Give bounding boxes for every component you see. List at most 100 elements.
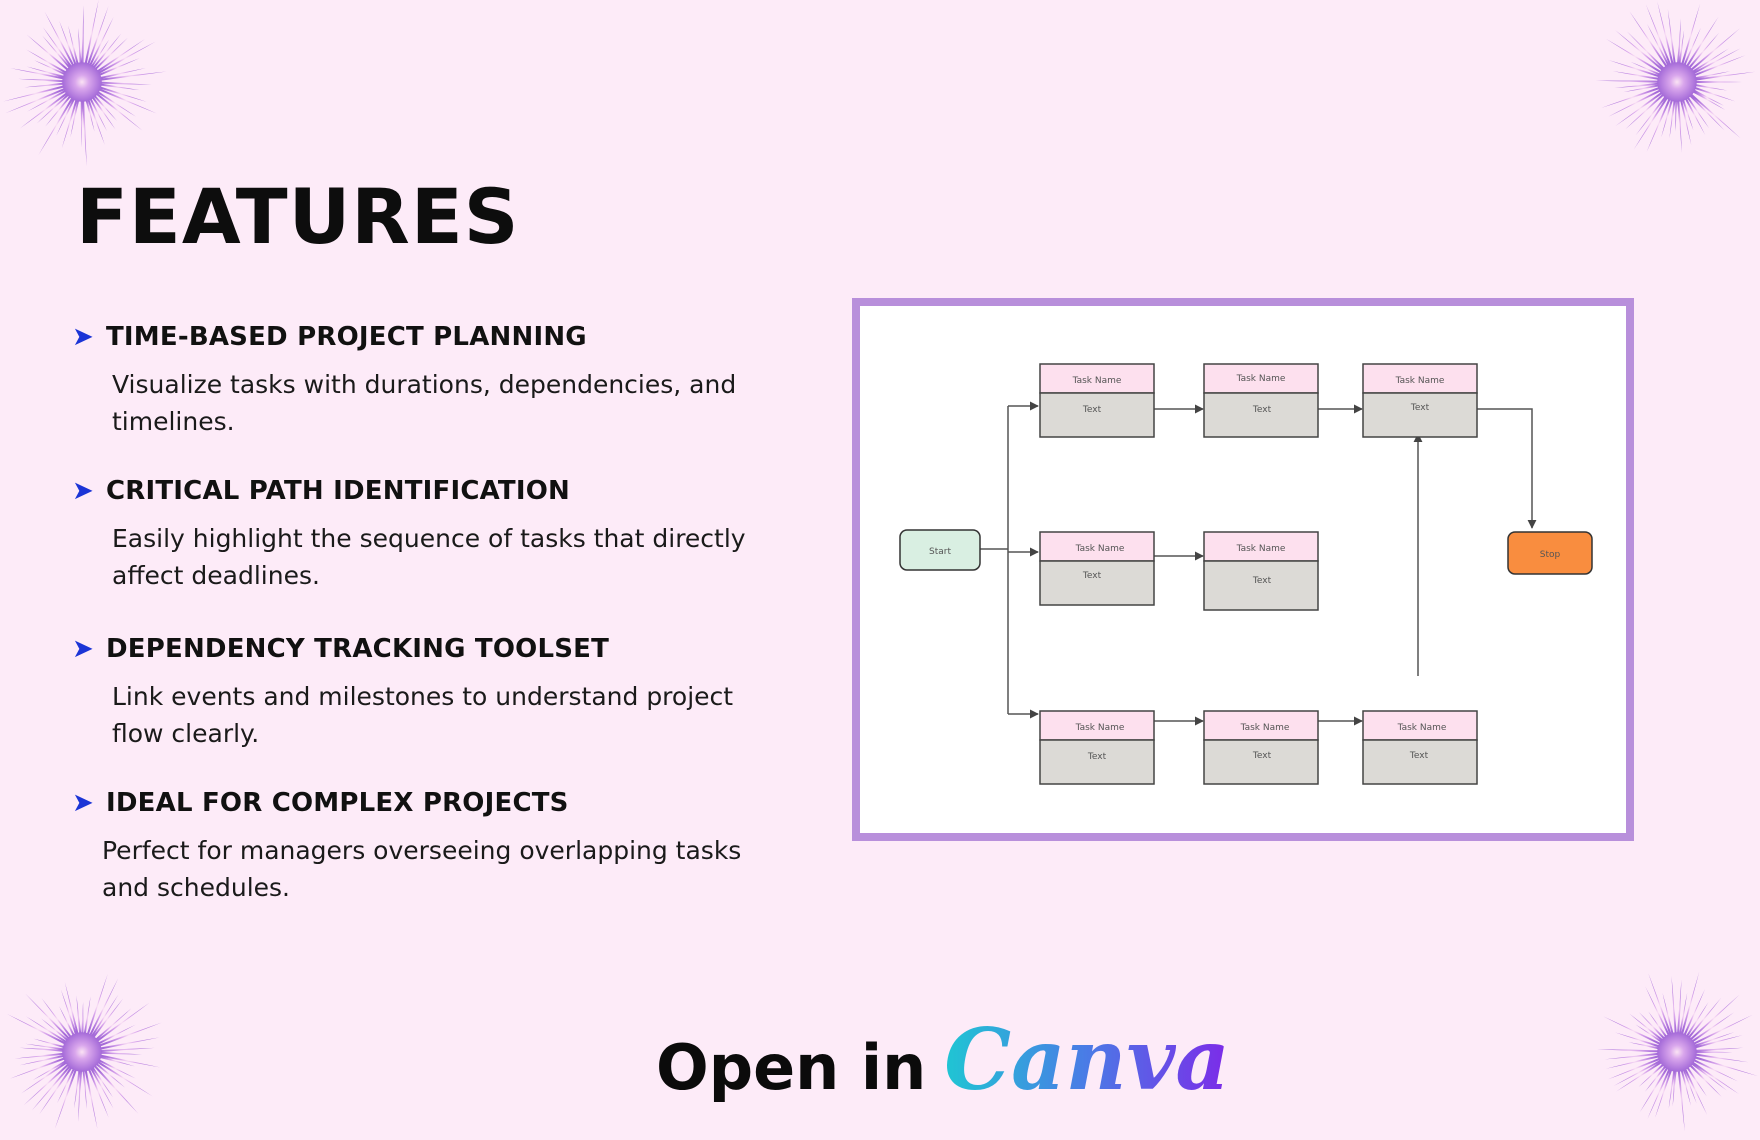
burst-ray: [41, 1018, 71, 1043]
task-box: Task Name Text: [1039, 710, 1155, 785]
burst-ray: [1646, 96, 1672, 152]
burst-ray: [1692, 71, 1756, 82]
burst-ray: [87, 1066, 109, 1118]
feature-item: ➤ IDEAL FOR COMPLEX PROJECTS Perfect for…: [72, 788, 772, 906]
feature-title: DEPENDENCY TRACKING TOOLSET: [106, 634, 610, 664]
feature-description: Link events and milestones to understand…: [112, 682, 734, 748]
flowchart-diagram: Start Stop Task Name Text Task Name Text…: [899, 363, 1593, 785]
burst-ray: [82, 1068, 87, 1110]
burst-ray: [1685, 1064, 1707, 1097]
burst-center: [1657, 62, 1697, 102]
burst-ray: [1614, 1032, 1662, 1049]
burst-ray: [1647, 23, 1671, 69]
cta-text: Open in: [656, 1031, 927, 1104]
burst-ray: [98, 1051, 143, 1055]
burst-ray: [95, 1058, 136, 1079]
feature-description: Perfect for managers overseeing overlapp…: [102, 836, 742, 902]
starburst-decoration-icon: [0, 962, 172, 1140]
burst-ray: [83, 996, 91, 1037]
burst-ray: [1661, 97, 1674, 138]
starburst-decoration-icon: [0, 0, 172, 172]
burst-ray: [54, 1066, 78, 1129]
burst-ray: [1633, 95, 1670, 150]
burst-ray: [1684, 1002, 1709, 1039]
task-box: Task Name Text: [1362, 363, 1478, 438]
task-text-label: Text: [1252, 576, 1272, 586]
burst-ray: [1679, 1067, 1691, 1106]
burst-ray: [1678, 992, 1688, 1037]
burst-ray: [1681, 1066, 1697, 1104]
burst-ray: [26, 66, 67, 79]
burst-ray: [1648, 1011, 1669, 1040]
burst-ray: [93, 1008, 132, 1043]
task-text-label: Text: [1252, 405, 1272, 415]
arrow-right-icon: ➤: [72, 634, 94, 664]
burst-ray: [68, 25, 80, 67]
burst-ray: [1630, 61, 1663, 77]
burst-ray: [96, 58, 140, 77]
burst-ray: [84, 1067, 98, 1129]
burst-ray: [1655, 1066, 1673, 1118]
burst-ray: [1639, 1065, 1670, 1113]
task-name-label: Task Name: [1072, 376, 1122, 386]
task-box: Task Name Text: [1203, 710, 1319, 785]
task-name-label: Task Name: [1240, 723, 1290, 733]
starburst-decoration-icon: [1587, 962, 1760, 1140]
burst-ray: [94, 1002, 150, 1044]
burst-ray: [1692, 1035, 1743, 1050]
burst-ray: [19, 1054, 67, 1066]
burst-ray: [1645, 4, 1673, 68]
burst-ray: [81, 98, 87, 167]
burst-ray: [1672, 1068, 1677, 1107]
burst-ray: [25, 993, 72, 1042]
burst-ray: [1690, 1014, 1753, 1046]
burst-ray: [1605, 38, 1664, 75]
burst-ray: [91, 93, 117, 121]
task-name-label: Task Name: [1395, 376, 1445, 386]
burst-ray: [56, 96, 77, 136]
task-box: Task Name Text: [1203, 531, 1319, 611]
burst-ray: [1693, 1050, 1733, 1054]
task-box: Task Name Text: [1362, 710, 1478, 785]
burst-ray: [96, 1022, 162, 1048]
connector-lines: [980, 401, 1537, 726]
task-name-label: Task Name: [1236, 374, 1286, 384]
burst-ray: [1662, 992, 1675, 1037]
burst-ray: [1688, 994, 1740, 1042]
task-box: Task Name Text: [1039, 531, 1155, 606]
task-text-label: Text: [1409, 751, 1429, 761]
burst-ray: [1686, 997, 1722, 1041]
task-box: Task Name Text: [1203, 363, 1319, 438]
task-box: Task Name Text: [1039, 363, 1155, 438]
task-text-label: Text: [1087, 752, 1107, 762]
burst-ray: [1686, 32, 1720, 71]
burst-ray: [1601, 86, 1663, 108]
burst-ray: [97, 1037, 160, 1051]
burst-ray: [1691, 1032, 1735, 1048]
burst-ray: [1638, 1012, 1667, 1042]
burst-ray: [1692, 1053, 1749, 1063]
burst-ray: [25, 1043, 67, 1051]
burst-ray: [26, 49, 69, 75]
feature-item: ➤ TIME-BASED PROJECT PLANNING Visualize …: [72, 322, 772, 440]
open-in-canva-link[interactable]: Open in Canva: [656, 1010, 1230, 1109]
burst-ray: [1690, 88, 1724, 106]
burst-ray: [95, 41, 156, 76]
burst-ray: [85, 973, 108, 1038]
burst-ray: [1692, 83, 1728, 91]
burst-ray: [1682, 27, 1701, 68]
burst-ray: [1668, 1067, 1676, 1109]
burst-ray: [1680, 971, 1700, 1037]
burst-ray: [10, 68, 67, 81]
burst-ray: [31, 1063, 73, 1111]
burst-ray: [1615, 29, 1666, 73]
burst-ray: [1638, 1062, 1666, 1088]
burst-ray: [91, 33, 122, 71]
burst-ray: [64, 982, 80, 1037]
burst-ray: [1616, 1059, 1665, 1092]
burst-center: [62, 62, 102, 102]
burst-ray: [1614, 82, 1662, 89]
burst-ray: [1635, 94, 1668, 136]
task-name-label: Task Name: [1075, 723, 1125, 733]
feature-title: TIME-BASED PROJECT PLANNING: [106, 322, 587, 352]
